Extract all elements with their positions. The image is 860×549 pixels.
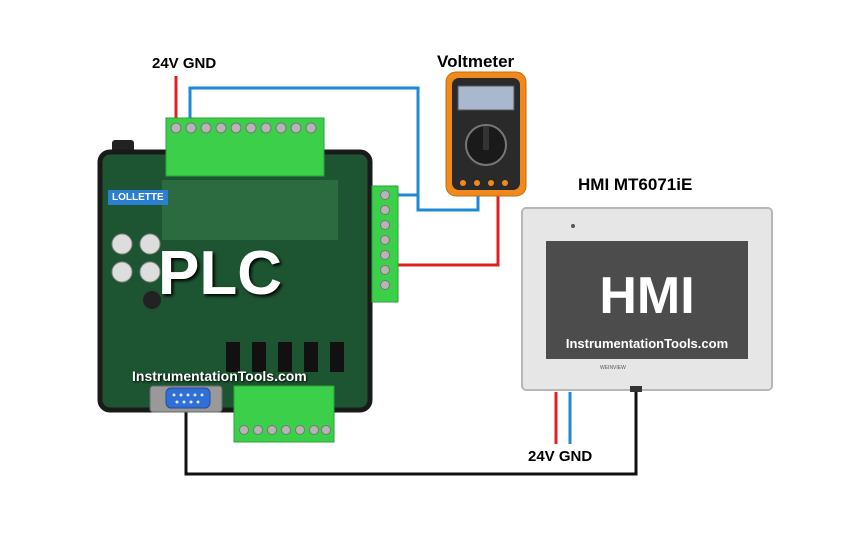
plc-label: PLC xyxy=(158,239,282,308)
plc-watermark: InstrumentationTools.com xyxy=(132,368,307,384)
hmi-supply-label: 24V GND xyxy=(528,448,593,465)
wire-signal-to-voltmeter xyxy=(396,195,500,267)
terminal-block-right xyxy=(371,185,399,303)
plc-capacitors xyxy=(111,233,161,309)
hmi-model-label: HMI MT6071iE xyxy=(578,175,693,194)
wire-comm xyxy=(184,392,638,476)
terminal-block-bottom xyxy=(233,385,335,443)
hmi-brand-label: WEINVIEW xyxy=(600,365,626,371)
plc-relays xyxy=(226,342,344,372)
plc-brand-label: LOLLETTE xyxy=(108,190,168,205)
hmi-touch-panel xyxy=(521,207,773,392)
wire-gnd-plc xyxy=(188,86,480,212)
hmi-watermark: InstrumentationTools.com xyxy=(565,336,729,351)
plc-relay-area xyxy=(162,180,338,240)
top-supply-label: 24V GND xyxy=(152,55,217,72)
digital-multimeter xyxy=(445,71,527,197)
db9-serial-connector xyxy=(149,385,223,413)
terminal-block-top xyxy=(165,117,325,177)
hmi-screen-label: HMI xyxy=(599,267,695,325)
voltmeter-label: Voltmeter xyxy=(437,52,515,71)
